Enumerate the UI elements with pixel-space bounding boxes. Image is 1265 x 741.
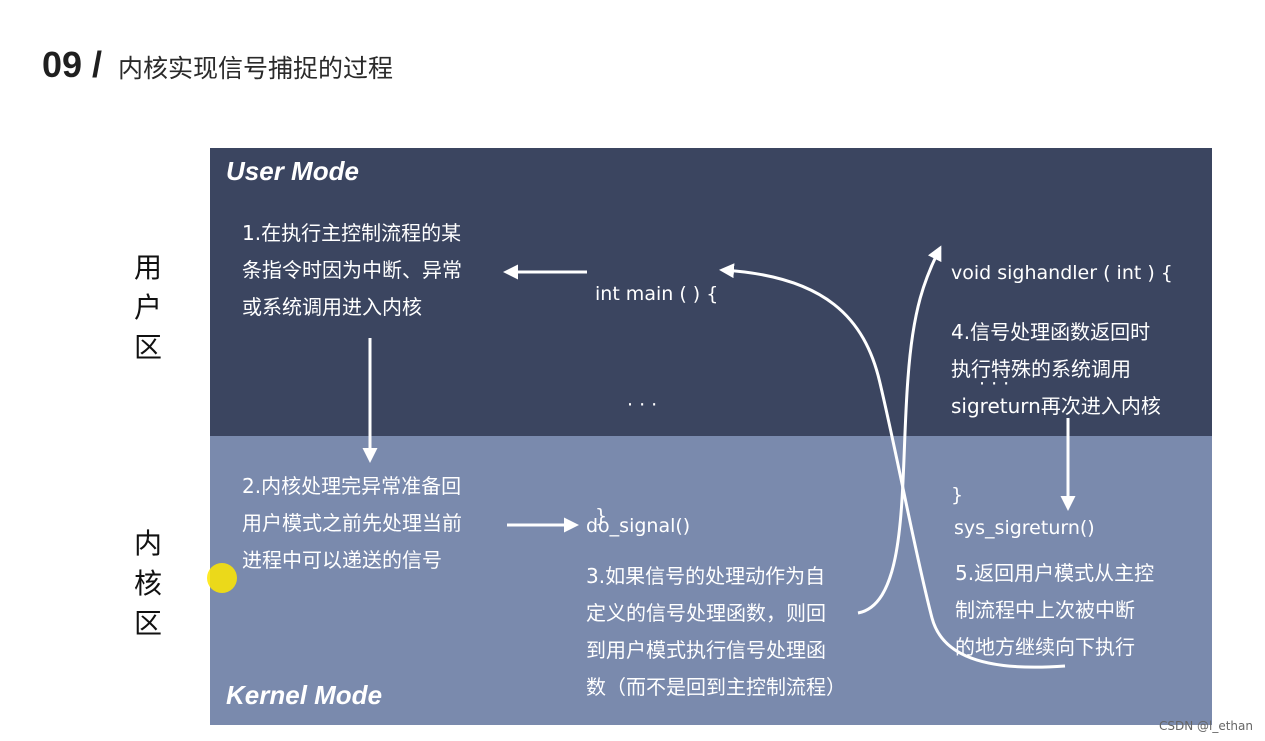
step2-text: 2.内核处理完异常准备回 用户模式之前先处理当前 进程中可以递送的信号 [242, 474, 462, 572]
step3-text: 3.如果信号的处理动作为自 定义的信号处理函数，则回 到用户模式执行信号处理函 … [586, 564, 846, 699]
user-mode-panel [210, 148, 1212, 436]
sighandler-code-block: void sighandler ( int ) { · · · } [951, 262, 1173, 506]
slide-number: 09 / [42, 44, 103, 85]
arrow-step3-to-sighandler [857, 245, 942, 615]
step5-text: 5.返回用户模式从主控 制流程中上次被中断 的地方继续向下执行 [955, 561, 1155, 659]
kernel-mode-label: Kernel Mode [226, 680, 383, 710]
main-code-block: int main ( ) { · · · } [595, 283, 719, 527]
signal-capture-diagram: User Mode Kernel Mode 1.在执行主控制流程的某 条指令时因… [210, 148, 1212, 725]
kernel-space-label: 内 核 区 [133, 527, 162, 640]
user-space-label: 用 户 区 [133, 251, 162, 364]
do-signal-label: do_signal() [586, 515, 691, 537]
step4-text: 4.信号处理函数返回时 执行特殊的系统调用 sigreturn再次进入内核 [951, 320, 1161, 418]
step1-text: 1.在执行主控制流程的某 条指令时因为中断、异常 或系统调用进入内核 [242, 221, 462, 319]
user-mode-label: User Mode [226, 156, 359, 186]
watermark: CSDN @l_ethan [1158, 719, 1253, 733]
pointer-highlight [207, 563, 237, 593]
slide-header: 09 / 内核实现信号捕捉的过程 [42, 44, 393, 86]
arrow-step5-to-main [719, 263, 1066, 669]
kernel-mode-panel [210, 436, 1212, 725]
sys-sigreturn-label: sys_sigreturn() [954, 517, 1095, 539]
flow-arrows [362, 245, 1076, 669]
slide-title: 内核实现信号捕捉的过程 [118, 54, 394, 83]
